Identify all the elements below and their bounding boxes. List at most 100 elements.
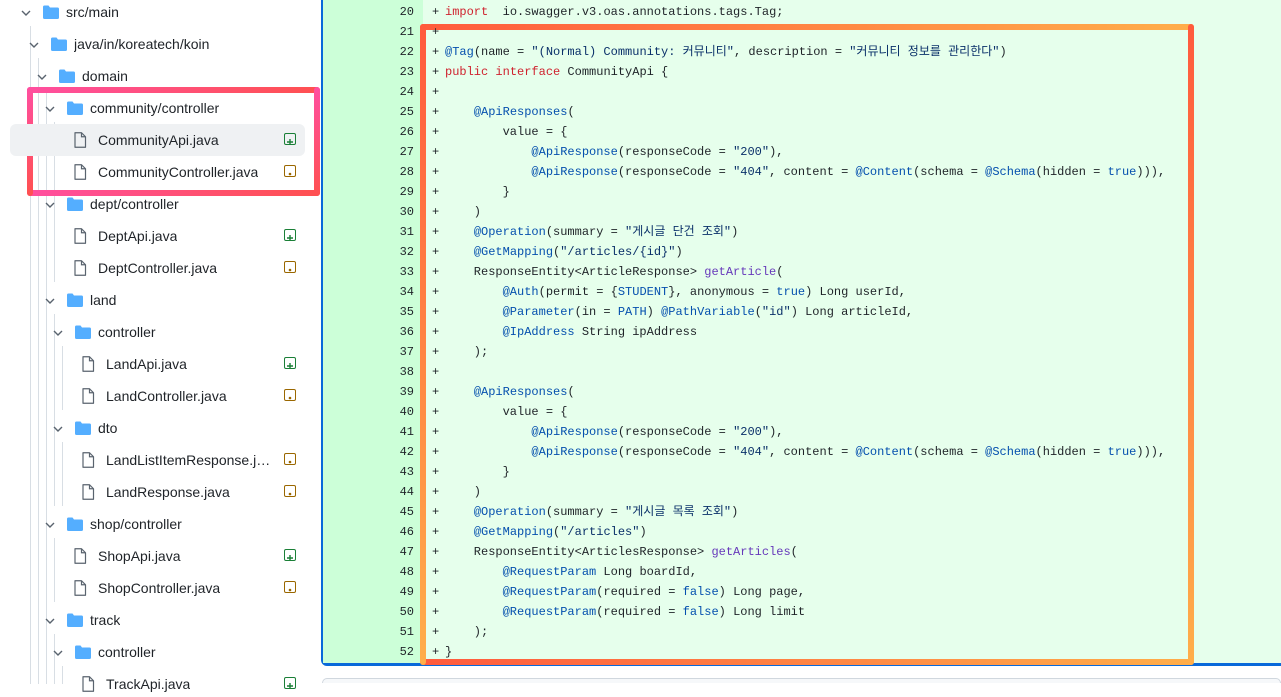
tree-folder[interactable]: land <box>10 284 305 316</box>
added-marker: + <box>432 505 440 519</box>
diff-line: 22+@Tag(name = "(Normal) Community: 커뮤니티… <box>323 42 1223 62</box>
chevron-down-icon[interactable] <box>44 294 56 306</box>
tree-file[interactable]: LandApi.java <box>10 348 305 380</box>
code-token: ))), <box>1136 165 1166 179</box>
code-token: Long boardId, <box>596 565 698 579</box>
line-number[interactable]: 20 <box>399 5 414 19</box>
tree-folder[interactable]: dto <box>10 412 305 444</box>
code-token: ResponseEntity<ArticleResponse> <box>445 265 705 279</box>
line-number[interactable]: 50 <box>399 605 414 619</box>
line-number[interactable]: 34 <box>399 285 414 299</box>
tree-file[interactable]: CommunityApi.java <box>10 124 305 156</box>
code-token <box>445 505 474 519</box>
added-marker: + <box>432 465 440 479</box>
line-number[interactable]: 42 <box>399 445 414 459</box>
code-token: ) Long page, <box>718 585 806 599</box>
line-number[interactable]: 24 <box>399 85 414 99</box>
diff-line: 21+ <box>323 22 1223 42</box>
added-marker: + <box>432 45 440 59</box>
line-number[interactable]: 36 <box>399 325 414 339</box>
line-number[interactable]: 39 <box>399 385 414 399</box>
tree-folder[interactable]: src/main <box>10 0 305 28</box>
line-number[interactable]: 32 <box>399 245 414 259</box>
tree-folder[interactable]: controller <box>10 316 305 348</box>
chevron-down-icon[interactable] <box>52 422 64 434</box>
tree-guide-line <box>54 218 55 282</box>
line-number[interactable]: 41 <box>399 425 414 439</box>
file-icon <box>81 484 95 500</box>
line-number[interactable]: 37 <box>399 345 414 359</box>
line-number[interactable]: 38 <box>399 365 414 379</box>
chevron-down-icon[interactable] <box>28 38 40 50</box>
line-number[interactable]: 44 <box>399 485 414 499</box>
code-token <box>445 425 531 439</box>
line-number[interactable]: 22 <box>399 45 414 59</box>
chevron-down-icon[interactable] <box>52 326 64 338</box>
line-number[interactable]: 43 <box>399 465 414 479</box>
tree-file[interactable]: DeptController.java <box>10 252 305 284</box>
code-token: @Tag <box>445 45 474 59</box>
line-number[interactable]: 28 <box>399 165 414 179</box>
chevron-down-icon[interactable] <box>44 198 56 210</box>
tree-folder[interactable]: domain <box>10 60 305 92</box>
tree-folder[interactable]: track <box>10 604 305 636</box>
tree-file[interactable]: ShopApi.java <box>10 540 305 572</box>
code-token <box>445 585 503 599</box>
tree-file[interactable]: TrackApi.java <box>10 668 305 692</box>
file-icon <box>81 452 95 468</box>
chevron-down-icon[interactable] <box>36 70 48 82</box>
code-token: ) <box>731 505 739 519</box>
line-number[interactable]: 21 <box>399 25 414 39</box>
code-token: @Schema <box>985 165 1036 179</box>
chevron-down-icon[interactable] <box>52 646 64 658</box>
diff-line: 40+ value = { <box>323 402 1223 422</box>
line-number[interactable]: 47 <box>399 545 414 559</box>
tree-file[interactable]: CommunityController.java <box>10 156 305 188</box>
chevron-down-icon[interactable] <box>44 614 56 626</box>
diff-line: 44+ ) <box>323 482 1223 502</box>
code-text: @Auth(permit = {STUDENT}, anonymous = tr… <box>445 282 906 302</box>
code-token: false <box>682 605 719 619</box>
chevron-down-icon[interactable] <box>44 102 56 114</box>
code-token: ) <box>646 305 662 319</box>
line-number[interactable]: 33 <box>399 265 414 279</box>
line-number[interactable]: 35 <box>399 305 414 319</box>
tree-folder[interactable]: controller <box>10 636 305 668</box>
line-number[interactable]: 52 <box>399 645 414 659</box>
line-number[interactable]: 30 <box>399 205 414 219</box>
code-token: (hidden = <box>1035 165 1108 179</box>
code-token: (name = <box>473 45 532 59</box>
tree-file[interactable]: DeptApi.java <box>10 220 305 252</box>
code-token: ( <box>553 245 561 259</box>
line-number[interactable]: 25 <box>399 105 414 119</box>
line-number[interactable]: 48 <box>399 565 414 579</box>
code-text: ) <box>445 202 481 222</box>
tree-folder[interactable]: dept/controller <box>10 188 305 220</box>
tree-file[interactable]: ShopController.java <box>10 572 305 604</box>
line-number[interactable]: 51 <box>399 625 414 639</box>
added-marker: + <box>432 205 440 219</box>
diff-line: 37+ ); <box>323 342 1223 362</box>
tree-file[interactable]: LandController.java <box>10 380 305 412</box>
line-number[interactable]: 40 <box>399 405 414 419</box>
line-number[interactable]: 31 <box>399 225 414 239</box>
tree-file[interactable]: LandResponse.java <box>10 476 305 508</box>
tree-file[interactable]: LandListItemResponse.java <box>10 444 305 476</box>
code-token <box>445 385 474 399</box>
chevron-down-icon[interactable] <box>20 6 32 18</box>
line-number[interactable]: 27 <box>399 145 414 159</box>
line-number[interactable]: 29 <box>399 185 414 199</box>
line-number[interactable]: 26 <box>399 125 414 139</box>
tree-folder[interactable]: java/in/koreatech/koin <box>10 28 305 60</box>
tree-folder[interactable]: community/controller <box>10 92 305 124</box>
code-token: (responseCode = <box>617 445 734 459</box>
line-number[interactable]: 45 <box>399 505 414 519</box>
line-number[interactable]: 46 <box>399 525 414 539</box>
line-number[interactable]: 23 <box>399 65 414 79</box>
code-token: ) Long articleId, <box>790 305 914 319</box>
code-token: @GetMapping <box>473 525 554 539</box>
file-added-icon <box>284 229 296 241</box>
chevron-down-icon[interactable] <box>44 518 56 530</box>
tree-folder[interactable]: shop/controller <box>10 508 305 540</box>
line-number[interactable]: 49 <box>399 585 414 599</box>
